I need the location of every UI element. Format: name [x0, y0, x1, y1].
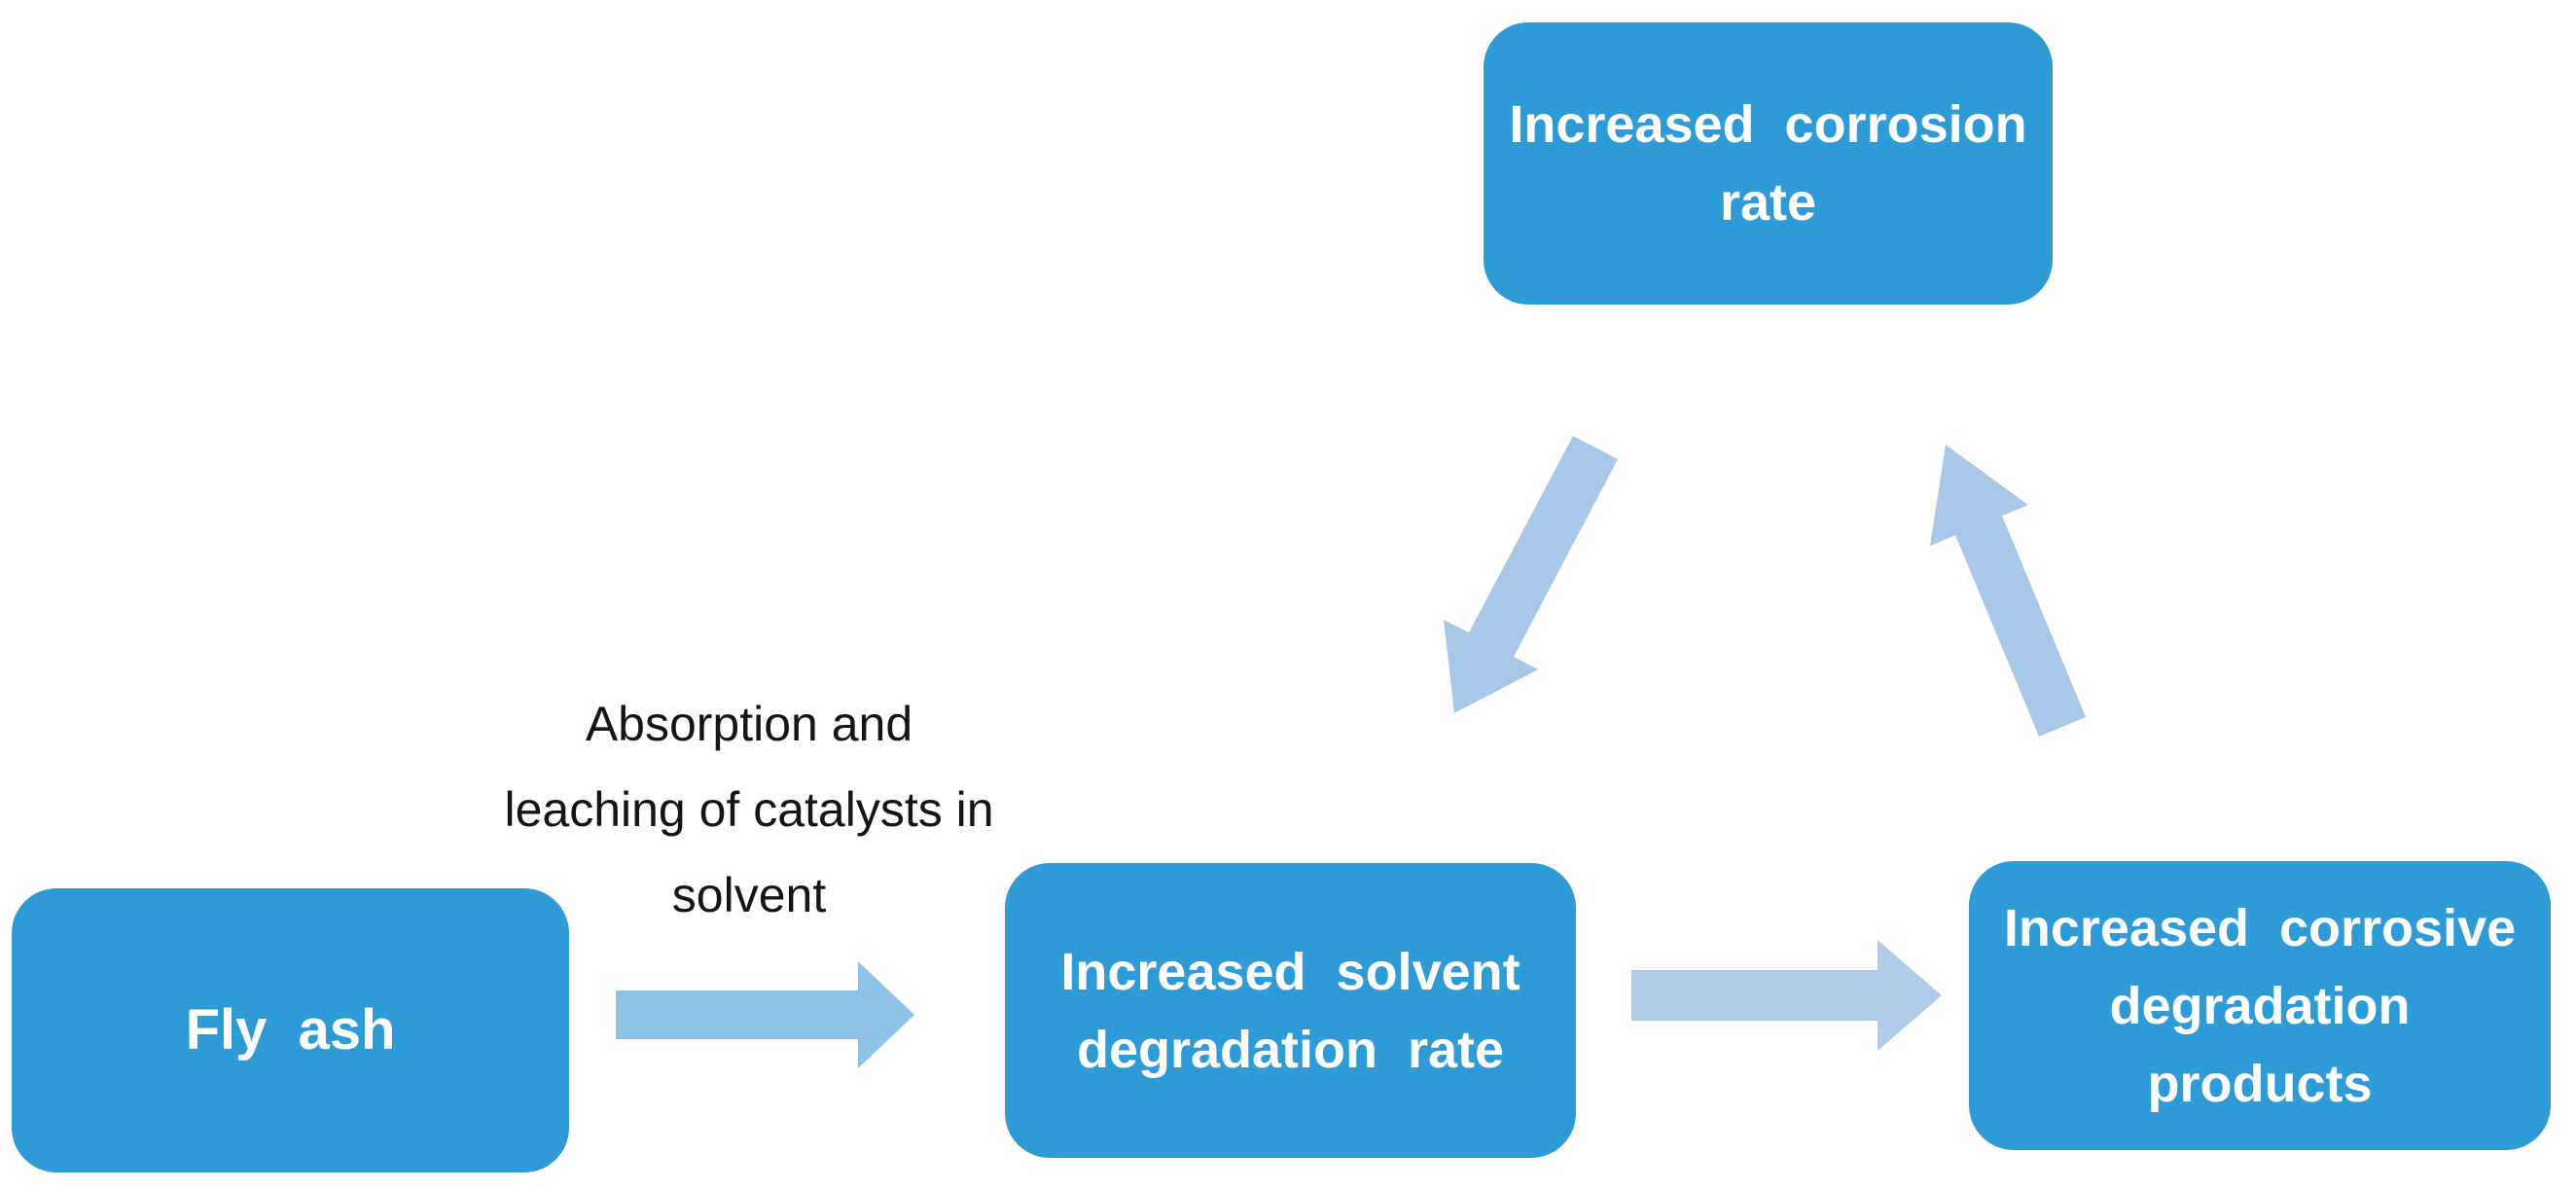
- arrow-corrosion-to-solvent-icon: [1444, 436, 1618, 713]
- arrow-flyash-to-solvent-icon: [616, 961, 914, 1068]
- arrow-solvent-to-products-icon: [1631, 940, 1942, 1051]
- node-fly-ash-label: Fly ash: [185, 998, 396, 1062]
- edge-label-absorption-leaching: Absorption and leaching of catalysts in …: [504, 697, 994, 922]
- node-increased-corrosion-rate-label: Increased corrosion rate: [1509, 95, 2027, 232]
- node-increased-solvent-degradation-rate: Increased solvent degradation rate: [1005, 863, 1576, 1158]
- node-increased-corrosion-rate: Increased corrosion rate: [1484, 22, 2053, 305]
- node-increased-corrosive-degradation-products: Increased corrosive degradation products: [1969, 861, 2551, 1150]
- node-fly-ash: Fly ash: [12, 888, 569, 1172]
- arrow-products-to-corrosion-icon: [1930, 445, 2086, 737]
- node-increased-corrosive-degradation-products-label: Increased corrosive degradation products: [2003, 898, 2517, 1113]
- node-increased-solvent-degradation-rate-label: Increased solvent degradation rate: [1060, 942, 1521, 1079]
